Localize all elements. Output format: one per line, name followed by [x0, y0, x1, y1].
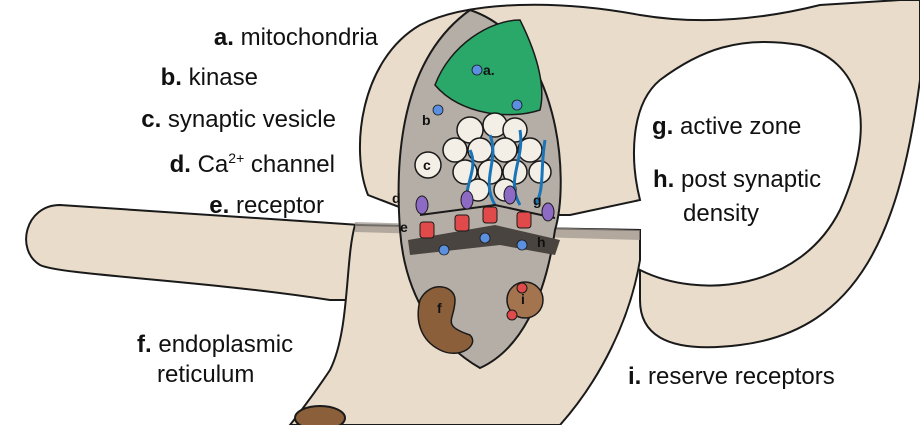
label-f: f. endoplasmic reticulum	[137, 331, 294, 388]
marker-b: b	[422, 112, 431, 128]
marker-e: e	[400, 219, 408, 235]
label-h: h. post synaptic density	[653, 166, 822, 227]
receptors	[419, 206, 532, 239]
axon-stub	[294, 405, 346, 425]
marker-d: d	[392, 190, 401, 206]
marker-h: h	[537, 234, 546, 250]
calcium-channels	[415, 185, 555, 222]
marker-f: f	[437, 300, 442, 316]
marker-a: a.	[483, 62, 495, 78]
dendrite-left	[25, 203, 402, 301]
label-g: g. active zone	[652, 113, 802, 140]
marker-i: i	[521, 291, 525, 307]
active-zone	[419, 203, 556, 219]
mitochondria	[434, 19, 543, 116]
label-d: d. Ca2+ channel	[169, 150, 335, 178]
kinases	[432, 64, 528, 256]
label-c: c. synaptic vesicle	[141, 106, 336, 133]
label-i: i. reserve receptors	[628, 363, 835, 390]
reserve-receptor-vesicle	[506, 281, 544, 319]
label-b: b. kinase	[160, 64, 258, 91]
reserve-receptors	[506, 282, 528, 321]
label-a: a. mitochondria	[213, 24, 378, 51]
marker-g: g	[533, 192, 542, 208]
label-e: e. receptor	[209, 192, 324, 219]
endoplasmic-reticulum	[417, 286, 474, 355]
marker-c: c	[423, 157, 431, 173]
